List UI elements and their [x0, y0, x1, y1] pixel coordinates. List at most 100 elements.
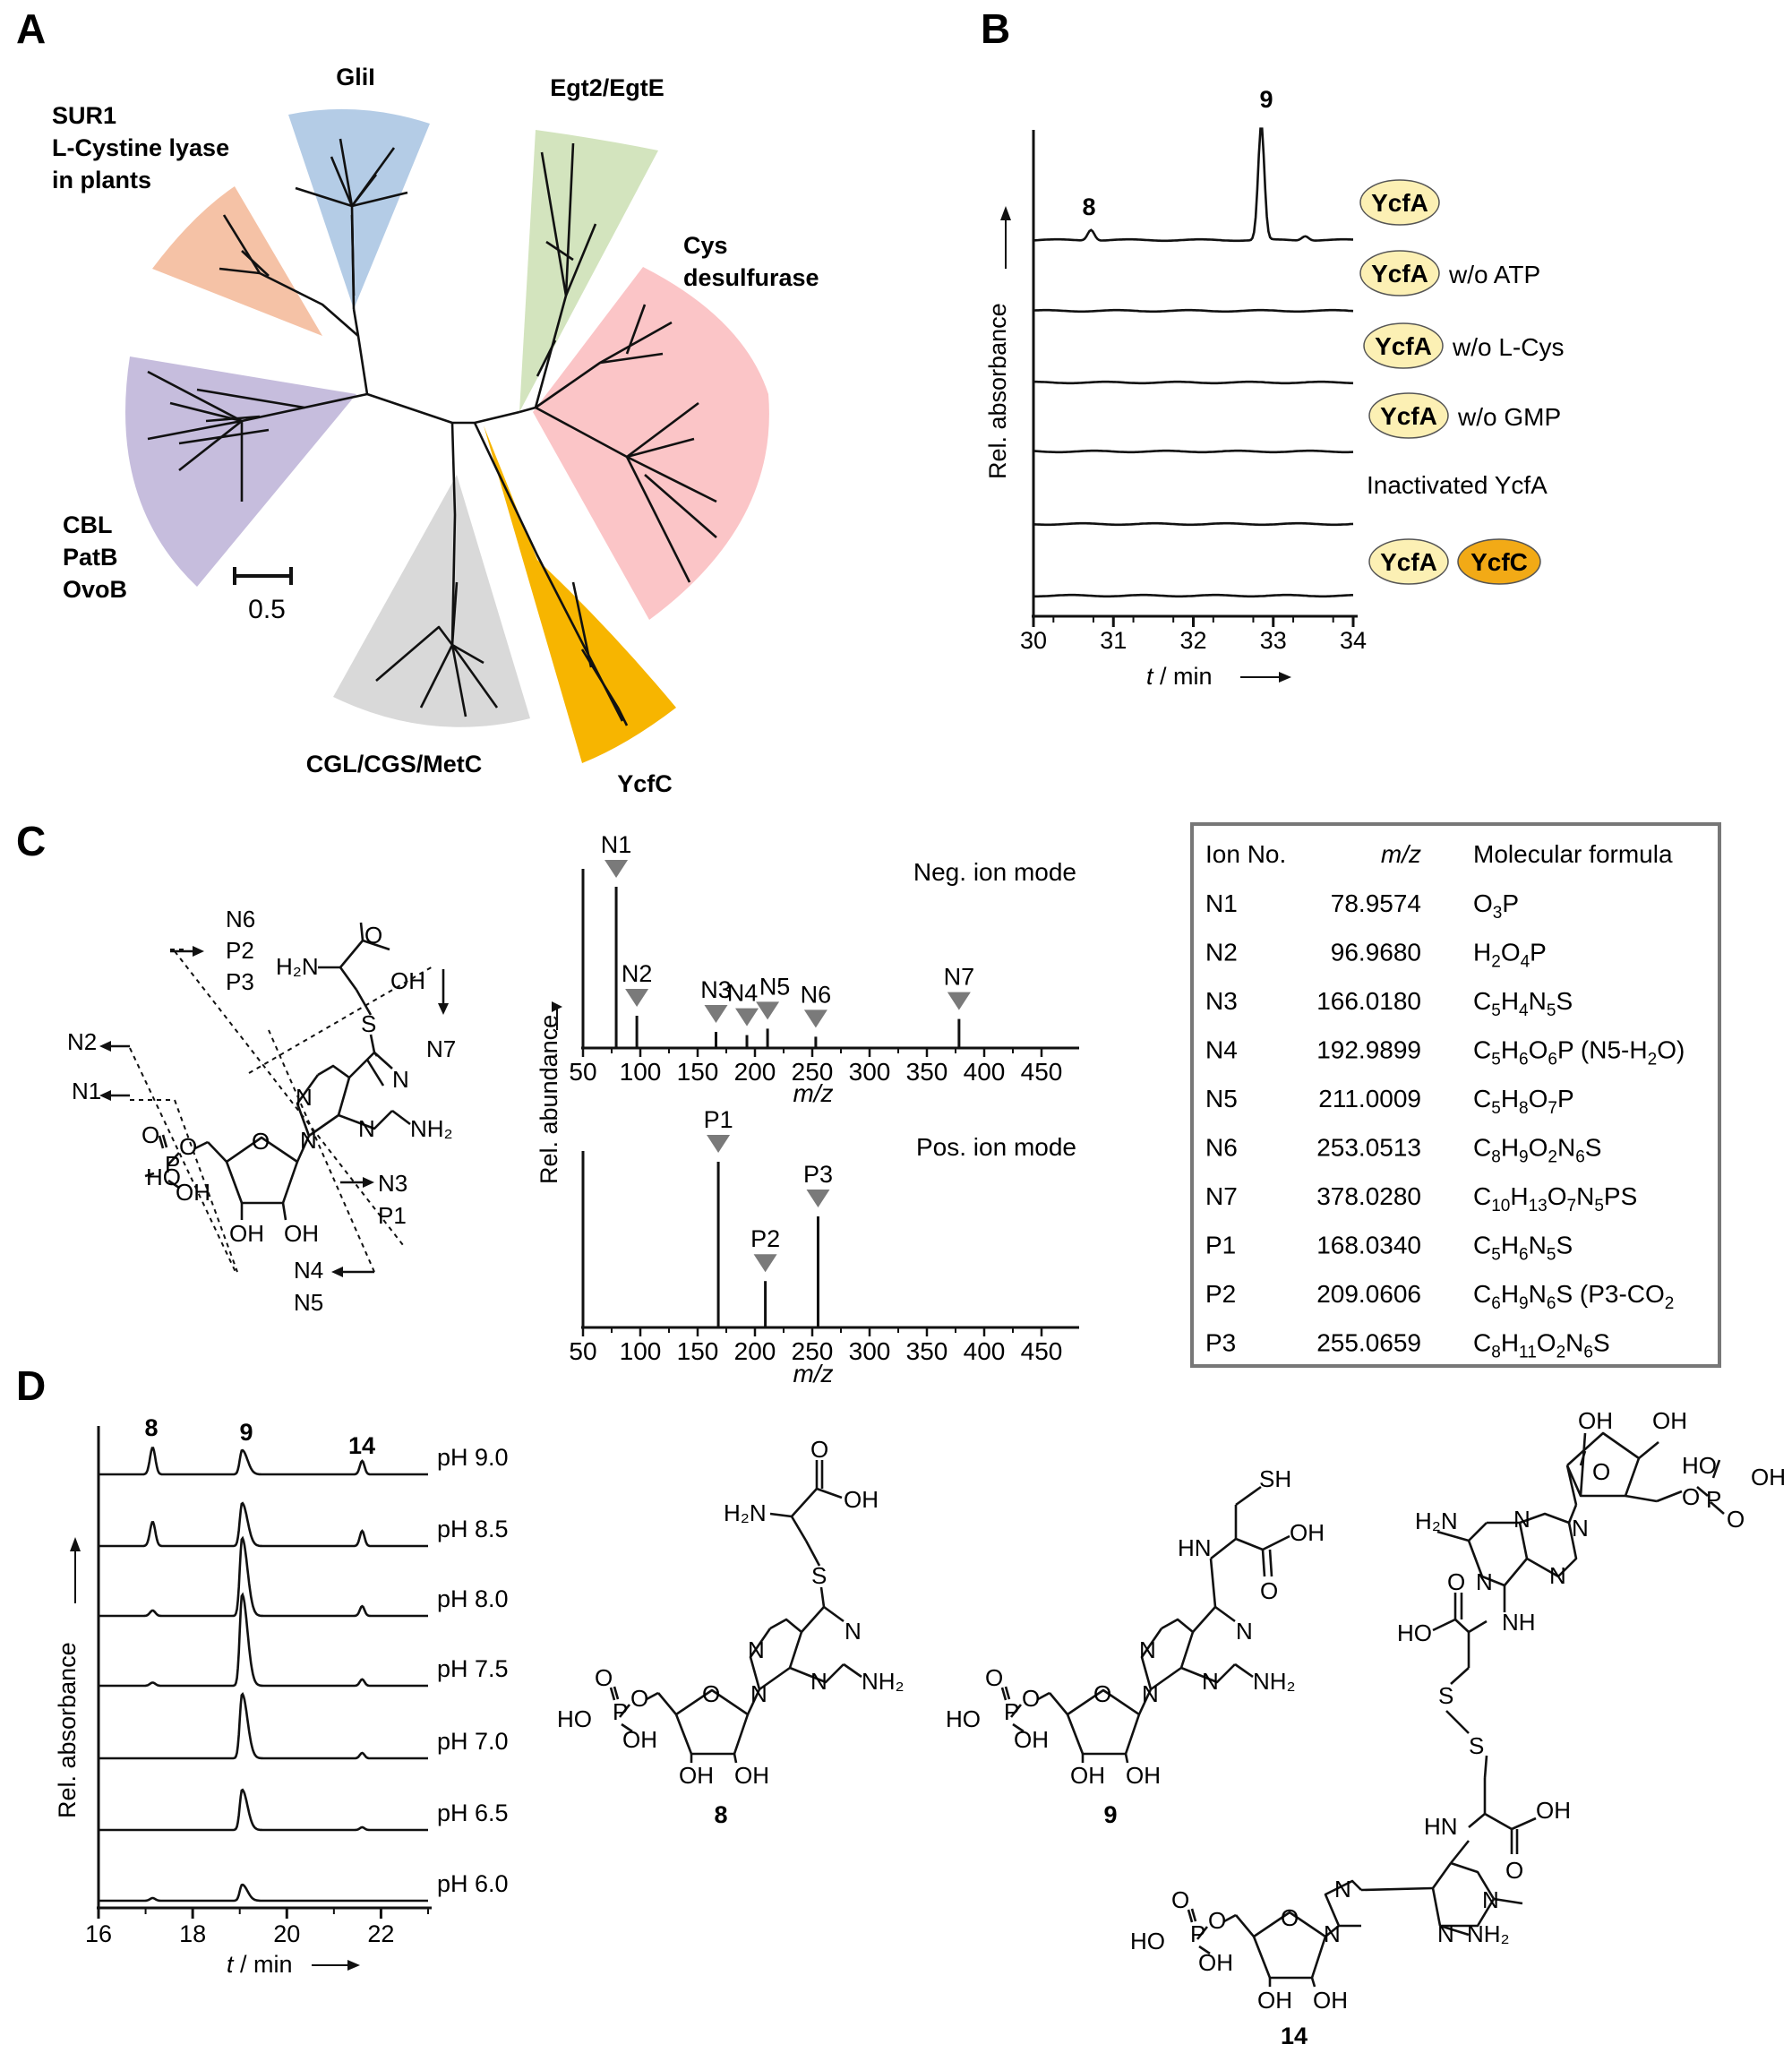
- ms-peak-marker-P3: [806, 1190, 830, 1208]
- ms-x-tick-label: 50: [569, 1058, 596, 1086]
- svg-text:OH: OH: [229, 1220, 264, 1247]
- svg-text:N2: N2: [67, 1028, 97, 1055]
- b-x-tick-label: 31: [1100, 627, 1127, 654]
- b-peak-label-8: 8: [1082, 193, 1095, 220]
- d-traces: pH 9.0pH 8.5pH 8.0pH 7.5pH 7.0pH 6.5pH 6…: [99, 1444, 509, 1903]
- svg-text:YcfA: YcfA: [1380, 548, 1437, 576]
- ms-peak-label-N5: N5: [759, 973, 791, 1000]
- svg-text:N: N: [1142, 1680, 1159, 1707]
- svg-text:OH: OH: [1652, 1407, 1687, 1434]
- b-peak-label-9: 9: [1259, 86, 1273, 113]
- d-x-tick-label: 22: [367, 1920, 394, 1947]
- ms-peak-marker-N5: [756, 1001, 780, 1020]
- ms-neg-x-label: m/z: [793, 1079, 833, 1107]
- trace-label-4: YcfA w/o GMP: [1368, 392, 1561, 439]
- wedge-glil: [288, 108, 430, 310]
- ion-mz: 166.0180: [1316, 987, 1421, 1015]
- ms-x-tick-label: 100: [620, 1058, 662, 1086]
- ms-peak-label-P3: P3: [803, 1161, 833, 1188]
- svg-text:NH₂: NH₂: [862, 1668, 905, 1695]
- ion-no: N3: [1205, 987, 1238, 1015]
- svg-text:N: N: [1476, 1568, 1493, 1595]
- ycfa-ellipse: [1359, 179, 1440, 226]
- ion-formula: C5H8O7P: [1473, 1085, 1574, 1118]
- svg-text:P3: P3: [226, 968, 254, 995]
- ms-peak-label-N4: N4: [727, 980, 759, 1007]
- svg-text:N: N: [1549, 1562, 1566, 1589]
- svg-text:HN: HN: [1424, 1813, 1458, 1840]
- ms-x-tick-label: 200: [734, 1337, 776, 1365]
- svg-text:OH: OH: [176, 1179, 210, 1206]
- svg-text:Molecular formula: Molecular formula: [1473, 840, 1673, 868]
- svg-text:YcfA: YcfA: [1371, 260, 1428, 288]
- svg-text:OH: OH: [1257, 1987, 1292, 2014]
- d-trace-5: [99, 1691, 428, 1760]
- svg-text:N3: N3: [378, 1170, 407, 1197]
- svg-text:O: O: [1447, 1568, 1465, 1595]
- ms-x-tick-label: 50: [569, 1337, 596, 1365]
- d-ph-label: pH 9.0: [437, 1444, 509, 1471]
- svg-text:H₂N: H₂N: [276, 953, 319, 980]
- tree-labels: SUR1 L-Cystine lyase in plants GliI Egt2…: [52, 64, 819, 797]
- svg-text:S: S: [811, 1562, 827, 1589]
- ms-peak-label-N3: N3: [700, 976, 732, 1003]
- ion-formula: C10H13O7N5PS: [1473, 1182, 1637, 1215]
- svg-text:O: O: [1727, 1506, 1745, 1533]
- svg-text:N: N: [1334, 1876, 1351, 1903]
- ms-peak-marker-P1: [707, 1135, 731, 1153]
- svg-text:OH: OH: [390, 967, 425, 994]
- d-trace-4: [99, 1592, 428, 1688]
- ms-peak-label-N6: N6: [801, 981, 832, 1008]
- ms-peak-marker-N2: [625, 989, 649, 1007]
- svg-text:N: N: [750, 1680, 767, 1707]
- ms-pos-mode: Pos. ion mode: [916, 1133, 1076, 1161]
- label-cys: Cys desulfurase: [683, 232, 819, 291]
- svg-text:N1: N1: [72, 1078, 101, 1104]
- svg-text:OH: OH: [284, 1220, 319, 1247]
- wedge-sur1: [152, 186, 322, 336]
- svg-text:P1: P1: [378, 1202, 407, 1229]
- b-trace-1: [1033, 127, 1353, 243]
- ms-peak-marker-N1: [604, 860, 629, 878]
- wedge-ycfc: [484, 425, 676, 763]
- ion-formula: C5H4N5S: [1473, 987, 1573, 1020]
- svg-text:O: O: [364, 922, 382, 949]
- ms-peak-label-N1: N1: [601, 831, 632, 858]
- ion-table-header: Ion No. m/z Molecular formula: [1205, 840, 1673, 868]
- ion-no: N7: [1205, 1182, 1238, 1210]
- svg-text:O: O: [1208, 1907, 1226, 1934]
- svg-text:OH: OH: [844, 1486, 879, 1513]
- label-ycfc: YcfC: [617, 770, 673, 797]
- svg-text:N: N: [1324, 1920, 1341, 1947]
- svg-text:OH: OH: [1126, 1762, 1161, 1789]
- ycfa-ellipse: [1368, 538, 1449, 585]
- d-x-tick-label: 18: [179, 1920, 206, 1947]
- ion-no: N6: [1205, 1134, 1238, 1162]
- svg-text:HO: HO: [946, 1705, 981, 1732]
- label-egt2: Egt2/EgtE: [550, 74, 664, 101]
- d-ph-label: pH 6.0: [437, 1870, 509, 1897]
- svg-text:P: P: [613, 1698, 628, 1725]
- frag-cuts: [129, 949, 435, 1273]
- panel-label-b: B: [981, 5, 1010, 52]
- svg-text:N: N: [810, 1668, 827, 1695]
- svg-text:O: O: [630, 1685, 648, 1712]
- d-x-tick-label: 20: [273, 1920, 300, 1947]
- svg-text:N: N: [300, 1127, 317, 1154]
- svg-text:N: N: [845, 1618, 862, 1645]
- svg-text:S: S: [1438, 1682, 1453, 1709]
- svg-text:w/o L-Cys: w/o L-Cys: [1452, 333, 1564, 361]
- svg-text:OH: OH: [1578, 1407, 1613, 1434]
- panel-label-a: A: [16, 5, 46, 52]
- structure-8: HO P O O OH O OH OH N N N N NH₂ S H₂N O …: [557, 1436, 905, 1828]
- b-x-tick-label: 34: [1340, 627, 1367, 654]
- ms-peak-marker-N7: [947, 992, 971, 1010]
